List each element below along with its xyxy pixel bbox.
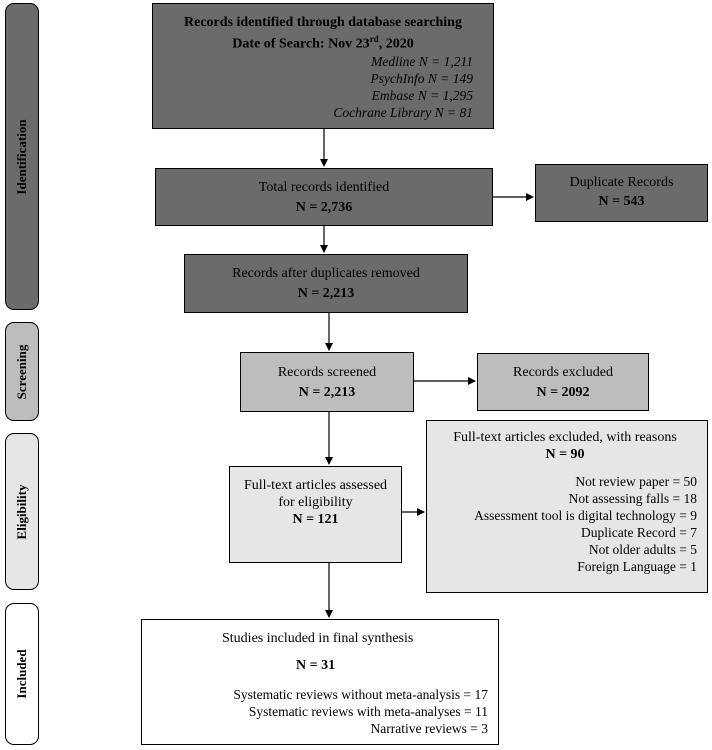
after-duplicates-label: Records after duplicates removed xyxy=(232,266,420,281)
stage-included: Included xyxy=(5,603,39,745)
database-count: Medline N = 1,211 xyxy=(371,53,473,69)
records-screened-label: Records screened xyxy=(277,365,377,380)
exclusion-reason: Duplicate Record = 7 xyxy=(581,525,697,540)
records-identified-box: Records identified through database sear… xyxy=(152,3,494,129)
duplicate-records-label: Duplicate Records xyxy=(569,175,674,190)
total-records-label: Total records identified xyxy=(258,180,390,195)
records-identified-title: Records identified through database sear… xyxy=(184,15,462,30)
fulltext-assessed-box: Full-text articles assessed for eligibil… xyxy=(229,466,402,563)
total-records-box: Total records identified N = 2,736 xyxy=(155,168,493,226)
fulltext-excluded-title: Full-text articles excluded, with reason… xyxy=(453,430,677,445)
records-excluded-label: Records excluded xyxy=(513,365,613,380)
included-studies-box: Studies included in final synthesis N = … xyxy=(141,619,499,745)
database-count: PsychInfo N = 149 xyxy=(370,70,473,86)
stage-eligibility: Eligibility xyxy=(5,433,39,590)
included-studies-count: N = 31 xyxy=(296,658,336,673)
included-studies-title: Studies included in final synthesis xyxy=(222,631,414,646)
database-count: Embase N = 1,295 xyxy=(371,87,473,103)
stage-identification: Identification xyxy=(5,3,39,310)
included-study-type: Systematic reviews without meta-analysis… xyxy=(233,687,488,702)
stage-screening: Screening xyxy=(5,322,39,421)
records-excluded-box: Records excluded N = 2092 xyxy=(477,353,649,411)
exclusion-reason: Foreign Language = 1 xyxy=(577,559,697,574)
records-excluded-count: N = 2092 xyxy=(536,385,590,400)
fulltext-assessed-line1: Full-text articles assessed xyxy=(243,478,388,493)
after-duplicates-count: N = 2,213 xyxy=(297,286,355,301)
exclusion-reason: Assessment tool is digital technology = … xyxy=(474,508,697,523)
fulltext-assessed-line2: for eligibility xyxy=(278,495,353,510)
duplicate-records-box: Duplicate Records N = 543 xyxy=(535,164,708,222)
included-study-type: Narrative reviews = 3 xyxy=(370,721,488,736)
exclusion-reason: Not review paper = 50 xyxy=(575,474,697,489)
after-duplicates-box: Records after duplicates removed N = 2,2… xyxy=(184,254,468,313)
total-records-count: N = 2,736 xyxy=(295,200,353,215)
duplicate-records-count: N = 543 xyxy=(598,194,645,209)
included-study-type: Systematic reviews with meta-analyses = … xyxy=(248,704,488,719)
exclusion-reason: Not assessing falls = 18 xyxy=(568,491,697,506)
date-of-search: Date of Search: Nov 23rd, 2020 xyxy=(232,34,414,52)
fulltext-assessed-count: N = 121 xyxy=(292,512,339,527)
records-screened-count: N = 2,213 xyxy=(298,385,356,400)
fulltext-excluded-box: Full-text articles excluded, with reason… xyxy=(426,420,708,593)
records-screened-box: Records screened N = 2,213 xyxy=(240,352,414,412)
exclusion-reason: Not older adults = 5 xyxy=(588,542,697,557)
database-count: Cochrane Library N = 81 xyxy=(333,104,473,120)
fulltext-excluded-count: N = 90 xyxy=(545,447,585,462)
